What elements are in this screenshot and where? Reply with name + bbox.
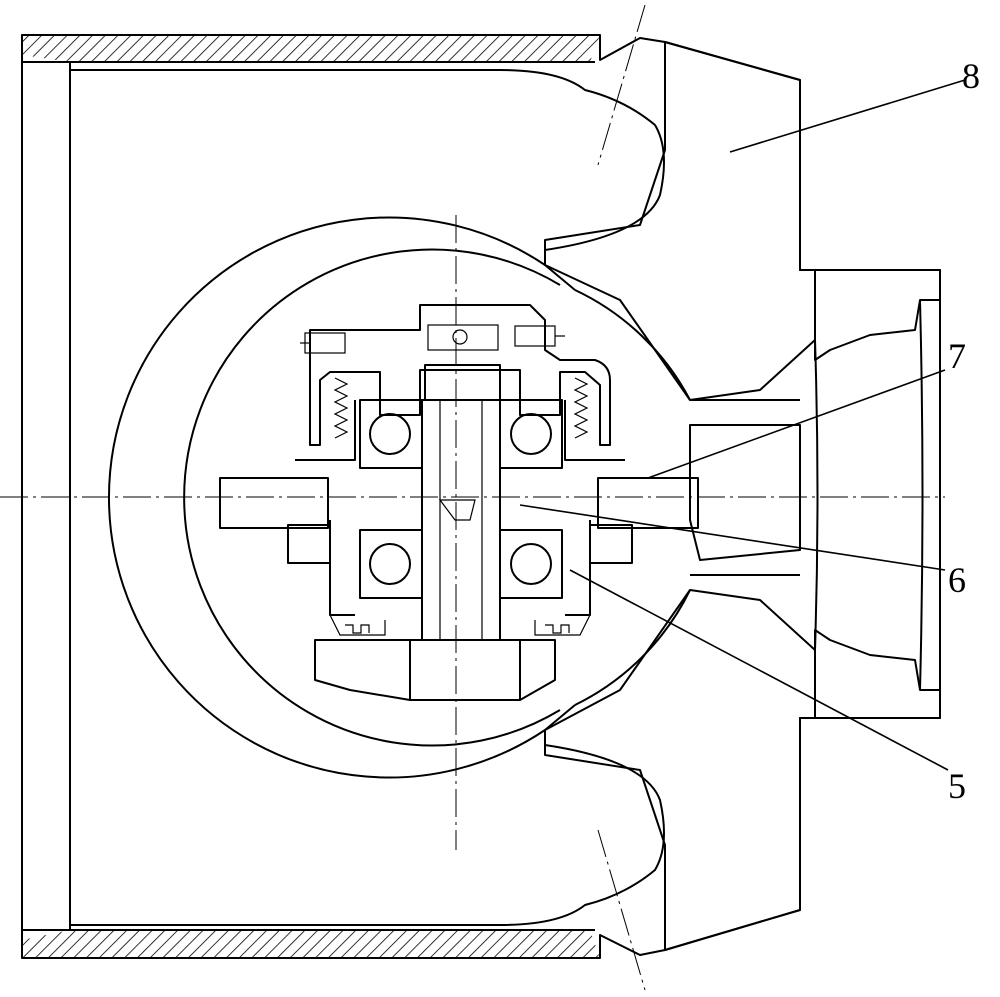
callout-label-6: 6 — [948, 560, 966, 600]
bearing-assembly — [287, 304, 633, 701]
callout-label-5: 5 — [948, 766, 966, 806]
spherical-housing — [108, 216, 691, 779]
callout-label-8: 8 — [962, 56, 980, 96]
callout-label-7: 7 — [948, 336, 966, 376]
housing-top-wall — [21, 34, 941, 959]
callout-8: 8 — [729, 56, 980, 153]
callout-7: 7 — [647, 336, 966, 479]
callout-5: 5 — [569, 569, 966, 806]
inner-cavity-outline — [70, 69, 665, 926]
part-8-body — [544, 41, 941, 951]
centerlines — [0, 4, 945, 991]
callout-6: 6 — [519, 504, 966, 600]
